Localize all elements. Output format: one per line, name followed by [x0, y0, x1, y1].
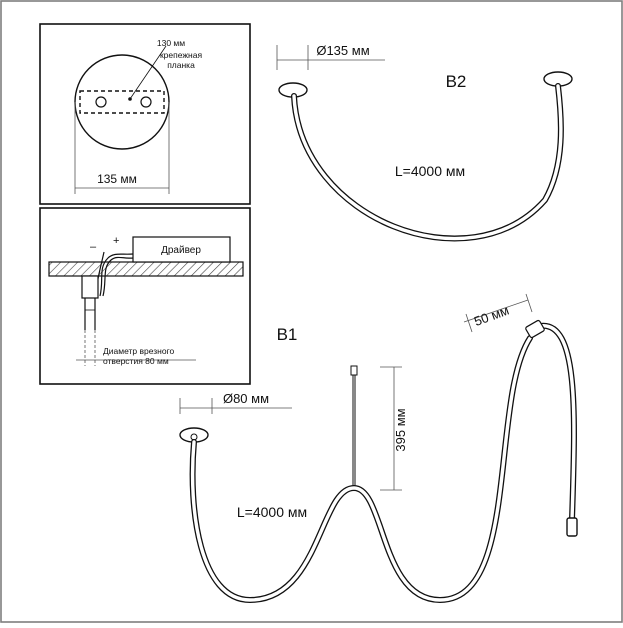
ceiling-slab — [48, 261, 244, 277]
b1-cable-body — [190, 336, 532, 602]
b2-length-label: L=4000 мм — [395, 163, 465, 179]
b1-height-label: 395 мм — [393, 408, 408, 451]
driver-box — [132, 236, 231, 263]
mount-plate-size-label: 130 мм — [157, 38, 185, 48]
wire-2 — [102, 256, 134, 297]
b1-end-cap — [566, 517, 578, 537]
installation-section-panel: Драйвер – + Диаметр врезного отверстия 8… — [39, 207, 251, 385]
b1-rod-top-clip — [350, 365, 358, 376]
hole-label-line2: отверстия 80 мм — [103, 356, 169, 366]
b2-title: B2 — [446, 72, 467, 91]
mount-plate-label-line1: крепежная — [160, 50, 203, 60]
mounting-plate-outline — [79, 90, 165, 114]
b2-diameter-label: Ø135 мм — [316, 43, 369, 58]
b1-diameter-label: Ø80 мм — [223, 391, 269, 406]
b1-title: B1 — [277, 325, 298, 344]
hole-label-line1: Диаметр врезного — [103, 346, 175, 356]
wire-plus-label: + — [113, 235, 119, 247]
plate-leader-line — [129, 45, 167, 100]
driver-label: Драйвер — [161, 245, 201, 256]
mount-plate-label-line2: планка — [167, 60, 195, 70]
model-b2-drawing: Ø135 мм B2 L=4000 мм — [276, 43, 573, 242]
b1-end-dim-ext-left — [465, 313, 473, 333]
b2-cable-body — [292, 84, 563, 241]
wire-1 — [99, 253, 134, 297]
b1-cable-tail-body — [538, 324, 576, 522]
canopy-disc — [74, 54, 170, 150]
canopy-top-view-panel: 130 мм крепежная планка 135 мм — [39, 23, 251, 205]
b1-length-label: L=4000 мм — [237, 504, 307, 520]
canopy-width-label: 135 мм — [97, 172, 137, 186]
b1-cable-clip — [525, 319, 545, 339]
b1-end-dim-line — [463, 299, 529, 323]
model-b1-drawing: B1 Ø80 мм 395 мм 50 мм L=4000 мм — [179, 293, 578, 603]
mounting-hole-right — [140, 96, 152, 108]
b1-end-dim-ext-right — [525, 293, 533, 313]
wire-minus-label: – — [90, 241, 97, 253]
pendant-canopy-cup — [81, 275, 99, 299]
b1-end-label: 50 мм — [472, 303, 511, 329]
mounting-hole-left — [95, 96, 107, 108]
